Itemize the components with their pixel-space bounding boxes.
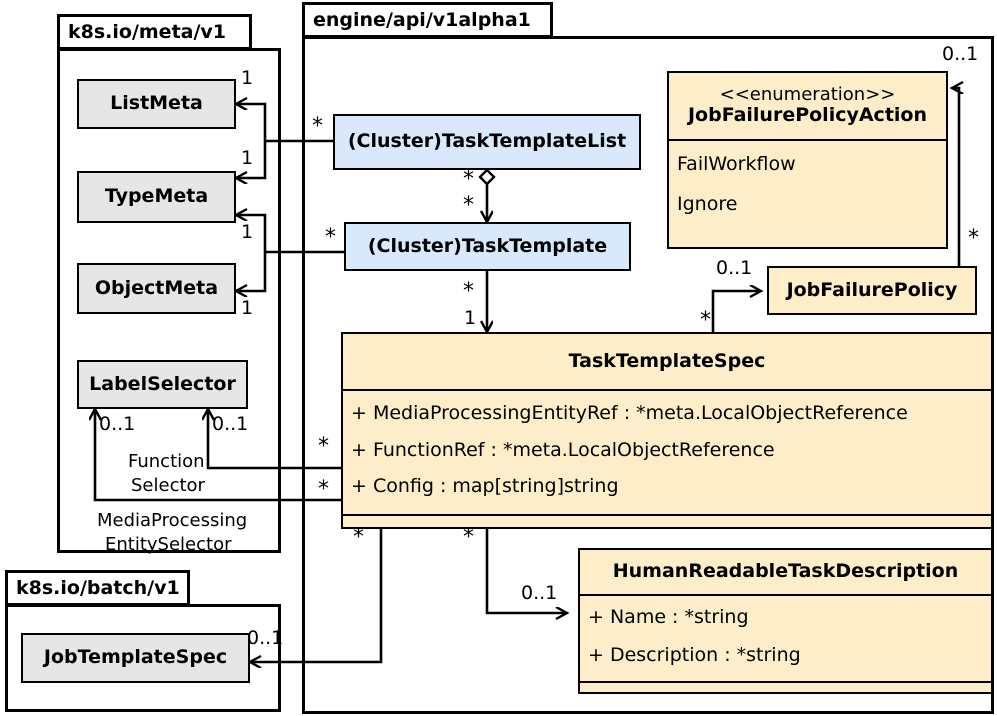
multiplicity-type-meta-one-top: 1: [241, 147, 254, 169]
multiplicity-job-failure-policy-zero-one: 0..1: [716, 257, 753, 279]
class-title-task-template-spec: TaskTemplateSpec: [568, 349, 766, 372]
class-type-meta[interactable]: TypeMeta: [77, 171, 236, 223]
multiplicity-label-selector-left: 0..1: [99, 413, 136, 435]
multiplicity-task-template-list-star: *: [312, 114, 323, 139]
multiplicity-aggregation-star-top: *: [463, 167, 474, 192]
multiplicity-object-meta-one: 1: [241, 297, 254, 319]
class-title-job-failure-policy: JobFailurePolicy: [786, 278, 958, 301]
class-title-type-meta: TypeMeta: [104, 185, 209, 208]
multiplicity-task-template-star: *: [325, 225, 336, 250]
enum-literal: Ignore: [677, 192, 738, 215]
package-label-engine: engine/api/v1alpha1: [313, 9, 531, 31]
attribute-row: + Config : map[string]string: [351, 475, 619, 498]
role-label-function-selector-line2: Selector: [131, 475, 205, 496]
spec-attributes: + MediaProcessingEntityRef : *meta.Local…: [343, 391, 991, 507]
class-object-meta[interactable]: ObjectMeta: [77, 263, 236, 314]
package-tab-engine-api-v1alpha1: engine/api/v1alpha1: [302, 2, 553, 38]
class-title-label-selector: LabelSelector: [89, 372, 236, 395]
package-tab-k8s-meta-v1: k8s.io/meta/v1: [57, 14, 252, 50]
spec-header: TaskTemplateSpec: [343, 334, 991, 389]
multiplicity-function-ref-star: *: [318, 434, 329, 459]
class-title-task-template: (Cluster)TaskTemplate: [367, 234, 608, 257]
hrtd-footer-strip: [580, 681, 991, 689]
enum-separator: [669, 139, 946, 141]
multiplicity-list-meta-one: 1: [241, 67, 254, 89]
spec-footer-strip: [343, 513, 991, 522]
multiplicity-job-template-spec-zero-one: 0..1: [247, 627, 284, 649]
enum-literal: FailWorkflow: [677, 153, 796, 175]
class-title-job-failure-policy-action: JobFailurePolicyAction: [687, 104, 927, 127]
multiplicity-enum-star: *: [968, 226, 979, 251]
enum-header: <<enumeration>> JobFailurePolicyAction: [669, 73, 946, 139]
class-job-failure-policy-action[interactable]: <<enumeration>> JobFailurePolicyAction F…: [667, 71, 948, 249]
class-title-human-readable-task-description: HumanReadableTaskDescription: [612, 560, 959, 583]
enum-stereotype: <<enumeration>>: [719, 83, 896, 105]
class-title-task-template-list: (Cluster)TaskTemplateList: [347, 130, 627, 153]
multiplicity-job-template-spec-star: *: [353, 525, 364, 550]
multiplicity-type-meta-one-bottom: 1: [241, 221, 254, 243]
multiplicity-hrtd-zero-one: 0..1: [521, 582, 558, 604]
spec-separator: [343, 389, 991, 391]
class-human-readable-task-description[interactable]: HumanReadableTaskDescription + Name : *s…: [578, 548, 993, 694]
attribute-row: + MediaProcessingEntityRef : *meta.Local…: [351, 402, 908, 424]
attribute-row: + Description : *string: [588, 643, 801, 666]
role-label-media-selector-line1: MediaProcessing: [97, 510, 248, 531]
multiplicity-spec-star: *: [463, 279, 474, 304]
multiplicity-label-selector-right: 0..1: [212, 413, 249, 435]
role-label-function-selector-line1: Function: [128, 451, 205, 472]
class-title-list-meta: ListMeta: [110, 92, 203, 115]
hrtd-separator: [580, 594, 991, 596]
role-label-media-selector-line2: EntitySelector: [105, 534, 232, 555]
multiplicity-media-ref-star: *: [318, 477, 329, 502]
class-label-selector[interactable]: LabelSelector: [77, 360, 248, 409]
class-list-meta[interactable]: ListMeta: [77, 79, 236, 129]
class-job-template-spec[interactable]: JobTemplateSpec: [21, 633, 250, 683]
class-cluster-task-template-list[interactable]: (Cluster)TaskTemplateList: [333, 114, 641, 170]
multiplicity-aggregation-star-bottom: *: [463, 193, 474, 218]
package-label-meta: k8s.io/meta/v1: [68, 21, 227, 43]
class-title-object-meta: ObjectMeta: [94, 276, 219, 299]
class-task-template-spec[interactable]: TaskTemplateSpec + MediaProcessingEntity…: [341, 332, 993, 529]
multiplicity-spec-one: 1: [464, 307, 477, 329]
multiplicity-job-failure-policy-star: *: [700, 308, 711, 333]
package-label-batch: k8s.io/batch/v1: [16, 577, 180, 599]
multiplicity-hrtd-star: *: [463, 525, 474, 550]
enum-literals: FailWorkflow Ignore: [669, 141, 946, 224]
class-job-failure-policy[interactable]: JobFailurePolicy: [767, 266, 977, 315]
attribute-row: + Name : *string: [588, 606, 749, 628]
hrtd-attributes: + Name : *string + Description : *string: [580, 596, 991, 675]
class-cluster-task-template[interactable]: (Cluster)TaskTemplate: [344, 222, 631, 271]
class-title-job-template-spec: JobTemplateSpec: [43, 646, 228, 669]
package-tab-k8s-batch-v1: k8s.io/batch/v1: [5, 570, 190, 606]
hrtd-header: HumanReadableTaskDescription: [580, 550, 991, 594]
attribute-row: + FunctionRef : *meta.LocalObjectReferen…: [351, 438, 775, 461]
multiplicity-enum-zero-one: 0..1: [942, 43, 979, 65]
